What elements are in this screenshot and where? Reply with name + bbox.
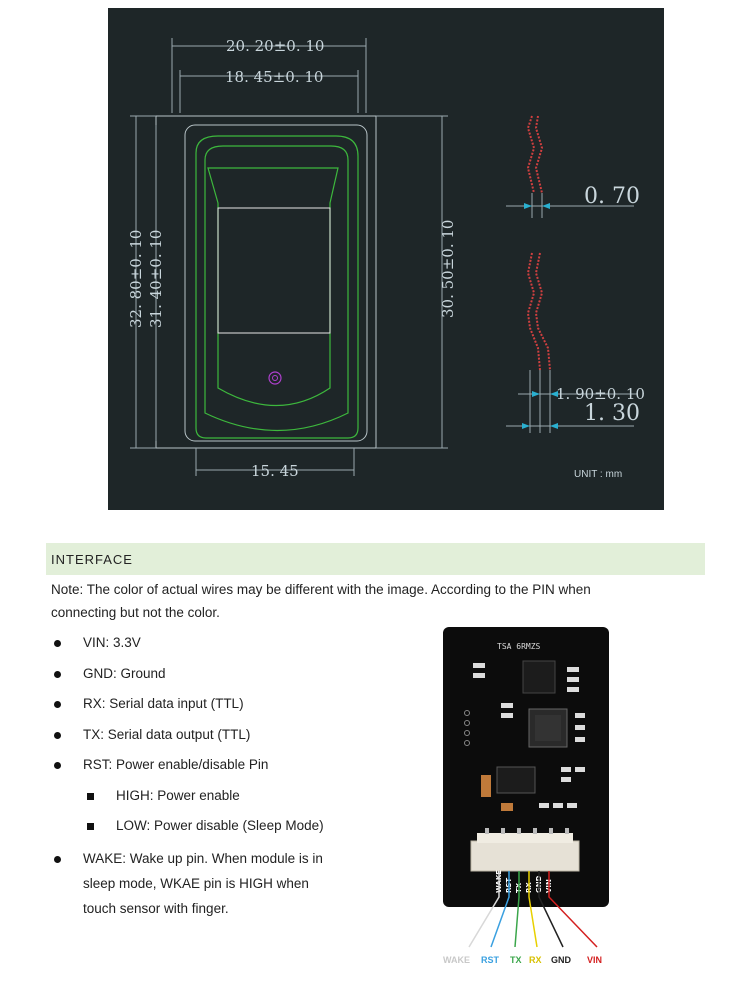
- dim-thickness-top: 0. 70: [584, 184, 640, 209]
- bullet-icon: [54, 855, 61, 863]
- dim-thickness-step: 1. 90±0. 10: [556, 385, 645, 403]
- module-outline-outer: [155, 115, 377, 449]
- bullet-icon: [54, 701, 61, 708]
- led-marker: [268, 371, 282, 385]
- dimension-drawing-svg: 20. 20±0. 10 18. 45±0. 10 32. 80±0. 10 3…: [127, 37, 645, 480]
- pin-item-tx: TX: Serial data output (TTL): [51, 724, 411, 755]
- dim-outer-height: 32. 80±0. 10: [127, 230, 145, 328]
- dim-outer-width: 20. 20±0. 10: [226, 37, 324, 55]
- wire-vin: [548, 871, 598, 948]
- pin-description: RST: Power enable/disable Pin: [83, 757, 269, 772]
- sensor-inner-outline: [207, 167, 339, 407]
- pin-description: HIGH: Power enable: [116, 787, 240, 803]
- wire-wake: [468, 871, 500, 948]
- side-profile-upper: [526, 115, 536, 194]
- pin-item-wake: WAKE: Wake up pin. When module is in sle…: [51, 846, 411, 921]
- wire-tx: [514, 871, 520, 948]
- module-top-label: TSA 6RMZS: [497, 642, 541, 651]
- pin-item-gnd: GND: Ground: [51, 663, 411, 694]
- pin-description: TX: Serial data output (TTL): [83, 726, 251, 742]
- wire-gnd: [538, 871, 564, 948]
- pin-list: VIN: 3.3V GND: Ground RX: Serial data in…: [51, 632, 411, 921]
- pin-item-rx: RX: Serial data input (TTL): [51, 693, 411, 724]
- square-bullet-icon: [87, 823, 94, 830]
- pin-description: LOW: Power disable (Sleep Mode): [116, 818, 324, 833]
- pin-description: VIN: 3.3V: [83, 635, 141, 650]
- sensor-bezel-outline: [204, 145, 349, 431]
- wire-rst: [490, 871, 510, 948]
- section-header: INTERFACE: [46, 543, 705, 575]
- dim-bottom-width: 15. 45: [251, 462, 299, 480]
- pin-description: WAKE: Wake up pin. When module is in: [83, 850, 323, 866]
- wire-color-note: Note: The color of actual wires may be d…: [51, 578, 671, 624]
- bullet-icon: [54, 640, 61, 647]
- dim-thickness-total: 1. 30: [584, 401, 640, 426]
- wire-label-wake: WAKE: [443, 955, 470, 965]
- pin-subitem-rst-low: LOW: Power disable (Sleep Mode): [51, 815, 411, 846]
- wire-rx: [528, 871, 538, 948]
- dim-side-height: 30. 50±0. 10: [439, 220, 457, 318]
- unit-label: UNIT : mm: [574, 469, 622, 480]
- pin-description: RX: Serial data input (TTL): [83, 696, 244, 711]
- pin-subitem-rst-high: HIGH: Power enable: [51, 785, 411, 816]
- side-profile-lower: [526, 252, 541, 371]
- square-bullet-icon: [87, 792, 94, 800]
- sensor-window: [217, 207, 331, 334]
- section-title: INTERFACE: [51, 551, 133, 567]
- pin-item-vin: VIN: 3.3V: [51, 632, 411, 663]
- pin-description: sleep mode, WKAE pin is HIGH when: [83, 875, 309, 891]
- note-line: connecting but not the color.: [51, 605, 220, 620]
- note-line: Note: The color of actual wires may be d…: [51, 582, 591, 597]
- wire-label-row: WAKE RST TX RX GND VIN: [441, 955, 621, 969]
- bullet-icon: [54, 731, 61, 739]
- module-photo: TSA 6RMZS WAKE RST TX: [441, 627, 611, 948]
- mechanical-drawing: 20. 20±0. 10 18. 45±0. 10 32. 80±0. 10 3…: [108, 8, 664, 510]
- pin-item-rst: RST: Power enable/disable Pin: [51, 754, 411, 785]
- pin-description: touch sensor with finger.: [83, 900, 229, 916]
- dim-inner-height: 31. 40±0. 10: [147, 230, 165, 328]
- pin-description: GND: Ground: [83, 665, 166, 681]
- sensor-housing-outline: [195, 135, 359, 439]
- wire-label-rst: RST: [481, 955, 499, 965]
- wire-label-tx: TX: [510, 955, 522, 965]
- module-illustration: TSA 6RMZS WAKE RST TX: [443, 627, 609, 948]
- module-outline-inner: [184, 124, 368, 442]
- wire-label-gnd: GND: [551, 955, 571, 965]
- bullet-icon: [54, 670, 61, 678]
- wire-label-rx: RX: [529, 955, 542, 965]
- wire-label-vin: VIN: [587, 955, 603, 965]
- bullet-icon: [54, 762, 61, 769]
- dim-inner-width: 18. 45±0. 10: [225, 68, 323, 86]
